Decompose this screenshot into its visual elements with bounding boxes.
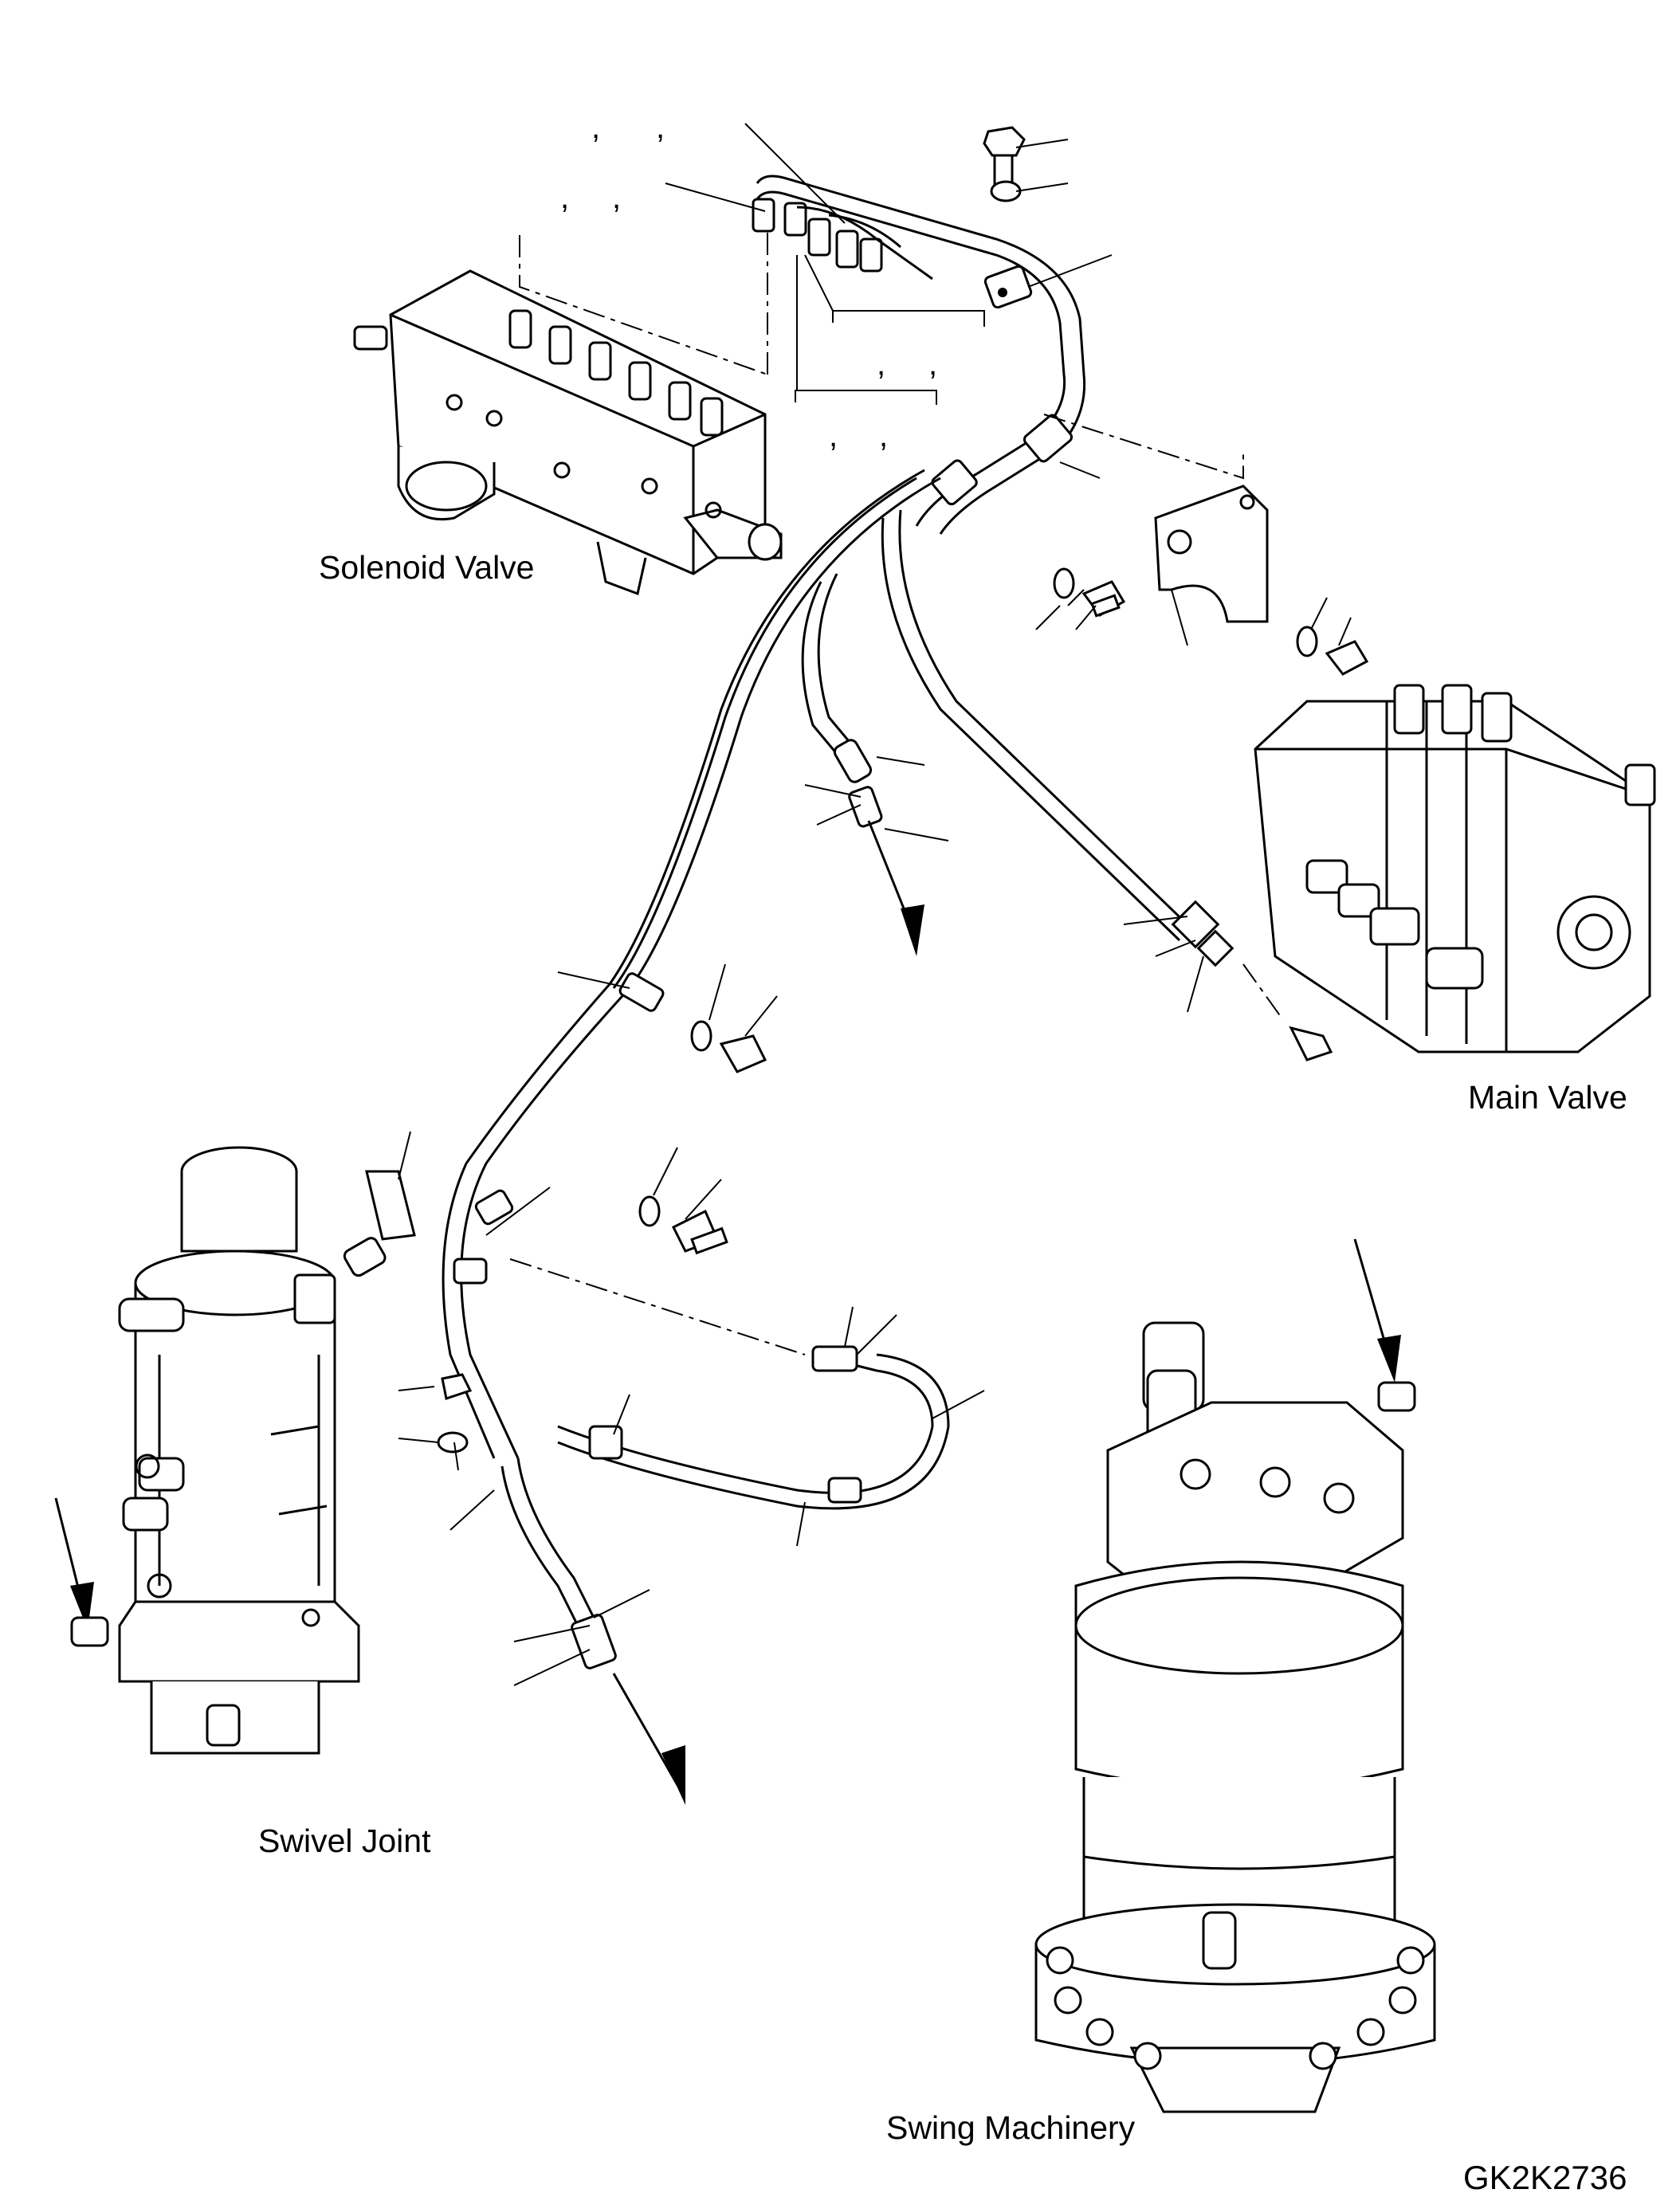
separator-comma: , [829, 418, 838, 453]
swivel-joint-label: Swivel Joint [258, 1822, 431, 1859]
bolt-set-bracket [1053, 567, 1369, 676]
separator-comma: , [879, 418, 889, 453]
separator-comma: , [877, 347, 886, 382]
solenoid-valve-label: Solenoid Valve [319, 549, 535, 586]
bolt-top [983, 126, 1026, 202]
separator-comma: , [560, 180, 570, 215]
leader-lines [398, 123, 1352, 1686]
main-valve [1254, 684, 1656, 1061]
separator-comma: , [656, 110, 665, 145]
callout-brackets [795, 254, 985, 405]
separator-comma: , [612, 180, 622, 215]
drawing-number: GK2K2736 [1463, 2159, 1627, 2196]
bolt-set-middle [437, 1020, 767, 1454]
mounting-bracket [1043, 414, 1269, 623]
hose-fittings-cluster [752, 175, 1086, 535]
separator-comma: , [928, 347, 938, 382]
separator-comma: , [591, 110, 601, 145]
solenoid-valve [353, 269, 783, 596]
swivel-joint [54, 1146, 387, 1755]
swing-machinery [1034, 1238, 1436, 2113]
main-valve-label: Main Valve [1468, 1079, 1627, 1116]
swing-machinery-label: Swing Machinery [886, 2109, 1136, 2146]
